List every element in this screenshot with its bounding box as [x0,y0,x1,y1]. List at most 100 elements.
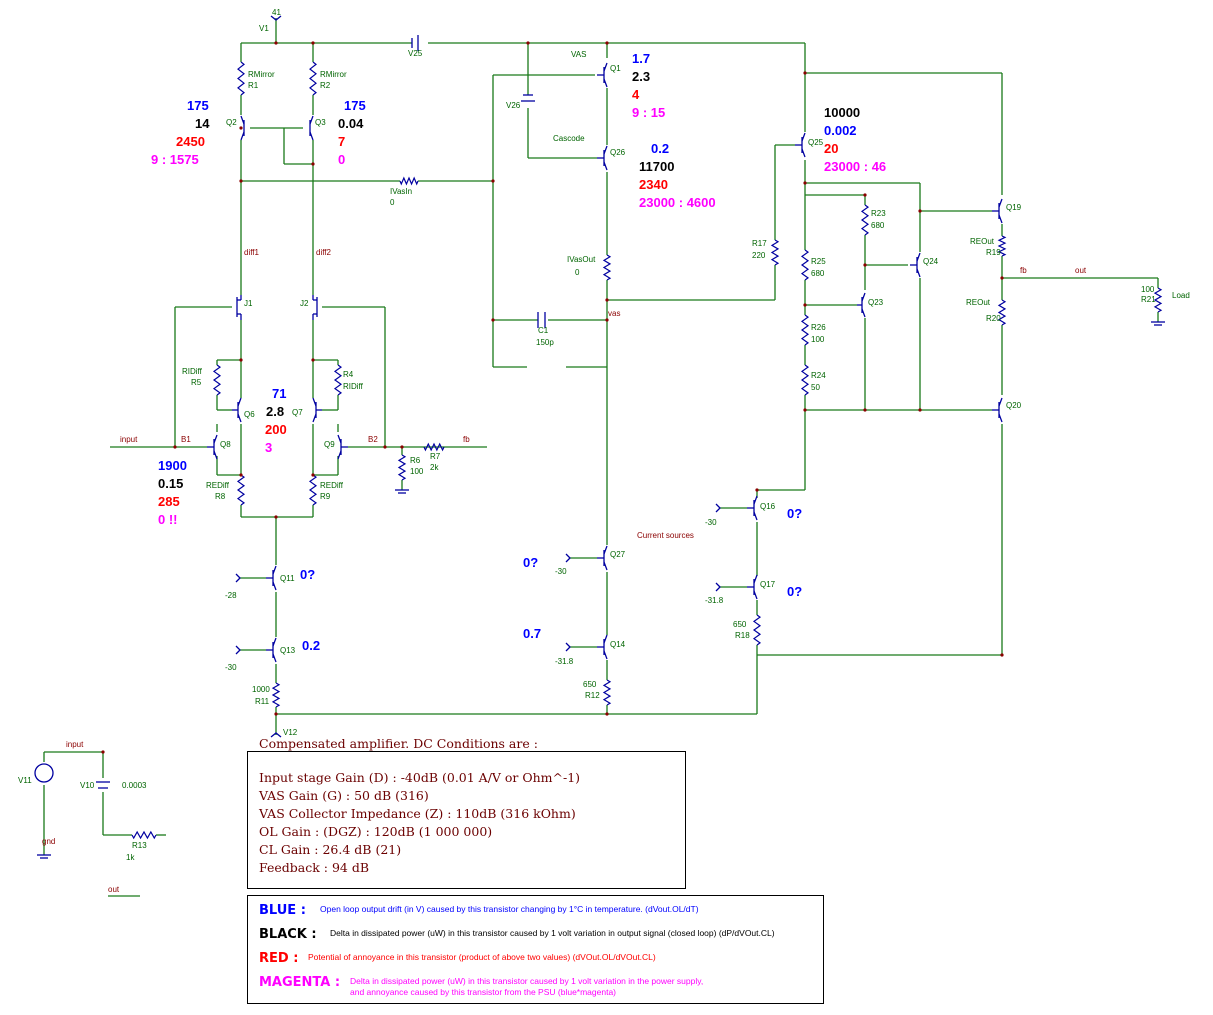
bias-arrow-q27 [565,553,571,563]
q13-transistor [266,637,277,663]
junction-dot [311,41,315,45]
junction-dot [605,298,609,302]
bias-arrow-q13 [235,645,241,655]
v12-label: V12 [283,728,298,737]
q25-blue: 0.002 [824,123,857,138]
r23-label: R23 [871,209,886,218]
q26-blue: 0.2 [651,141,669,156]
r8-type: REDiff [206,481,230,490]
junction-dot [803,408,807,412]
junction-dot [605,712,609,716]
r2-type: RMirror [320,70,347,79]
q8-magenta: 0 !! [158,512,178,527]
q3-blue: 175 [344,98,366,113]
dc-line-feedback: Feedback : 94 dB [259,860,370,875]
r25-resistor [800,249,810,281]
r7-label: R7 [430,452,441,461]
q6q7-red: 200 [265,422,287,437]
r12-resistor [602,679,612,706]
ground-symbol-r6 [395,489,409,494]
junction-dot [605,41,609,45]
q23-label: Q23 [868,298,884,307]
r2-label: R2 [320,81,331,90]
bias-q16: -30 [705,518,717,527]
q24-label: Q24 [923,257,939,266]
j2-jfet [312,295,318,320]
r8-resistor [236,474,246,506]
r25-label: R25 [811,257,826,266]
q25-black: 10000 [824,105,860,120]
q14-blue: 0.7 [523,626,541,641]
q1-transistor [597,62,608,88]
transistor-annotations: 1.7 2.3 4 9 : 15 0.2 11700 2340 23000 : … [151,51,886,653]
r17-resistor [770,239,780,266]
junction-dot [239,126,243,130]
legend-magenta-desc: Delta in dissipated power (uW) in this t… [350,976,704,986]
q13-blue: 0.2 [302,638,320,653]
q11-label: Q11 [280,574,295,583]
q1-red: 4 [632,87,640,102]
junction-dot [400,445,404,449]
q16-transistor [747,495,758,521]
vas-net: vas [608,309,620,318]
fb-net: fb [463,435,470,444]
q20-label: Q20 [1006,401,1022,410]
q19-transistor [992,198,1003,224]
cascode-label: Cascode [553,134,585,143]
r18-resistor [752,614,762,646]
q11-transistor [266,565,277,591]
v12-arrow [270,732,282,738]
r26-resistor [800,314,810,346]
dc-conditions-title: Compensated amplifier. DC Conditions are… [259,736,538,751]
junction-dot [863,408,867,412]
junction-dot [863,263,867,267]
junction-dot [383,445,387,449]
q2-blue: 175 [187,98,209,113]
r26-value: 100 [811,335,825,344]
r17-value: 220 [752,251,766,260]
q7-label: Q7 [292,408,303,417]
dc-line-ol-gain: OL Gain : (DGZ) : 120dB (1 000 000) [259,824,493,839]
load-label: Load [1172,291,1190,300]
gnd-net: gnd [42,837,55,846]
r9-type: REDiff [320,481,344,490]
q6q7-black: 2.8 [266,404,284,419]
dc-line-vas-impedance: VAS Collector Impedance (Z) : 110dB (316… [259,806,576,821]
q26-magenta: 23000 : 4600 [639,195,716,210]
r11-label: R11 [255,697,270,706]
q25-label: Q25 [808,138,824,147]
legend-black-key: BLACK : [259,927,317,942]
r24-value: 50 [811,383,820,392]
out-net-2: out [108,885,120,894]
junction-dot [1000,653,1004,657]
q26-transistor [597,145,608,171]
q26-black: 11700 [639,159,674,174]
vas-label: VAS [571,50,586,59]
r11-resistor [271,682,281,708]
input-net-2: input [66,740,84,749]
r9-label: R9 [320,492,331,501]
q14-label: Q14 [610,640,626,649]
q8-black: 0.15 [158,476,183,491]
diff1-net: diff1 [244,248,260,257]
r9-resistor [308,474,318,506]
q3-label: Q3 [315,118,326,127]
resistors [131,61,1163,840]
q17-label: Q17 [760,580,776,589]
ivasout-value: 0 [575,268,580,277]
r6-label: R6 [410,456,421,465]
bias-q13: -30 [225,663,237,672]
j2-label: J2 [300,299,309,308]
junction-dot [311,358,315,362]
q1-label: Q1 [610,64,621,73]
dc-line-input-gain: Input stage Gain (D) : -40dB (0.01 A/V o… [259,770,581,785]
current-sources-label: Current sources [637,531,694,540]
fb-out-net: fb [1020,266,1027,275]
q8-label: Q8 [220,440,231,449]
q3-magenta: 0 [338,152,345,167]
junction-dot [239,473,243,477]
junction-dot [311,473,315,477]
v1-value: 41 [272,8,281,17]
ground-symbol-gnd [37,854,51,859]
